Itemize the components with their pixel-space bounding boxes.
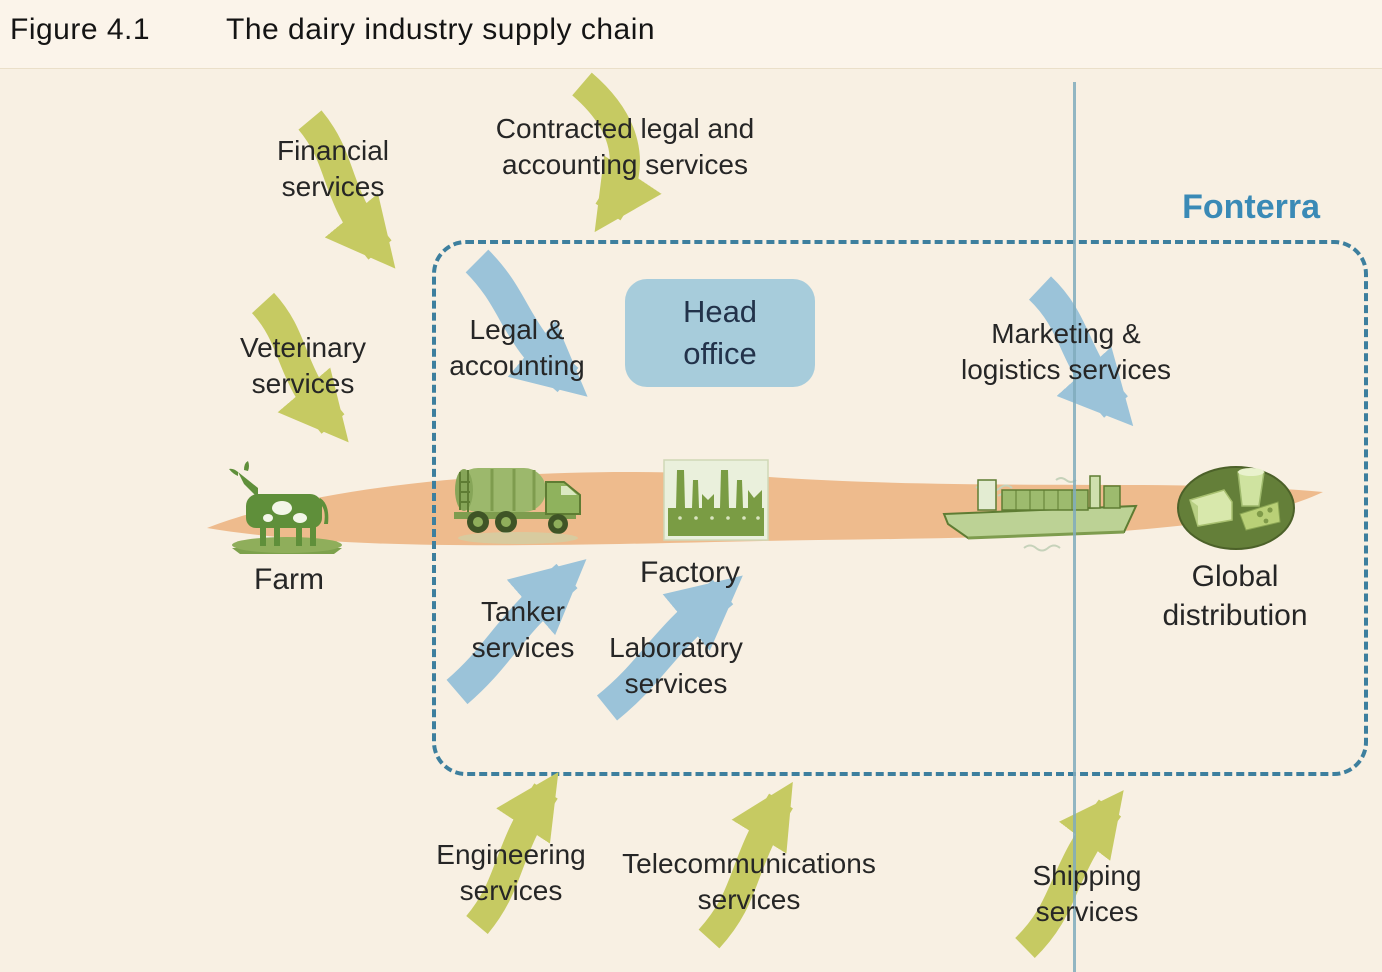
veterinary-services-arrow xyxy=(251,292,349,443)
figure-title-bar: Figure 4.1 The dairy industry supply cha… xyxy=(0,0,1382,69)
cargo-ship-icon xyxy=(942,475,1138,552)
fonterra-label: Fonterra xyxy=(1182,188,1320,226)
veterinary-services-label: Veterinary services xyxy=(239,332,367,400)
factory-icon xyxy=(663,459,769,541)
contracted-legal-label: Contracted legal and accounting services xyxy=(495,113,755,181)
fonterra-boundary-box xyxy=(432,240,1368,776)
milk-tanker-icon xyxy=(454,468,581,544)
shipping-services-arrow xyxy=(1015,790,1124,959)
figure-title: The dairy industry supply chain xyxy=(226,13,656,46)
farm-label: Farm xyxy=(254,563,324,596)
telecommunications-services-arrow xyxy=(698,781,793,949)
laboratory-services-label: Laboratory services xyxy=(609,632,743,700)
figure-number: Figure 4.1 xyxy=(10,13,151,46)
engineering-services-label: Engineering services xyxy=(436,839,586,907)
factory-label: Factory xyxy=(639,556,741,589)
financial-services-label: Financial services xyxy=(276,135,390,203)
contracted-legal-arrow xyxy=(571,72,662,233)
engineering-services-arrow xyxy=(466,772,559,934)
tanker-services-arrow xyxy=(446,559,587,705)
financial-services-arrow xyxy=(298,110,396,269)
shipping-services-label: Shipping services xyxy=(1032,860,1142,928)
export-boundary-line xyxy=(1073,82,1076,972)
farm-cow-icon xyxy=(229,461,342,554)
laboratory-services-arrow xyxy=(596,575,743,721)
head-office-node: Head office xyxy=(625,279,815,387)
telecommunications-services-label: Telecommunications services xyxy=(622,848,876,916)
dairy-products-icon xyxy=(1177,466,1295,550)
legal-accounting-label: Legal & accounting xyxy=(449,314,585,382)
global-distribution-label: Global distribution xyxy=(1162,560,1308,632)
legal-accounting-arrow xyxy=(465,249,588,397)
marketing-logistics-label: Marketing & logistics services xyxy=(960,318,1172,386)
